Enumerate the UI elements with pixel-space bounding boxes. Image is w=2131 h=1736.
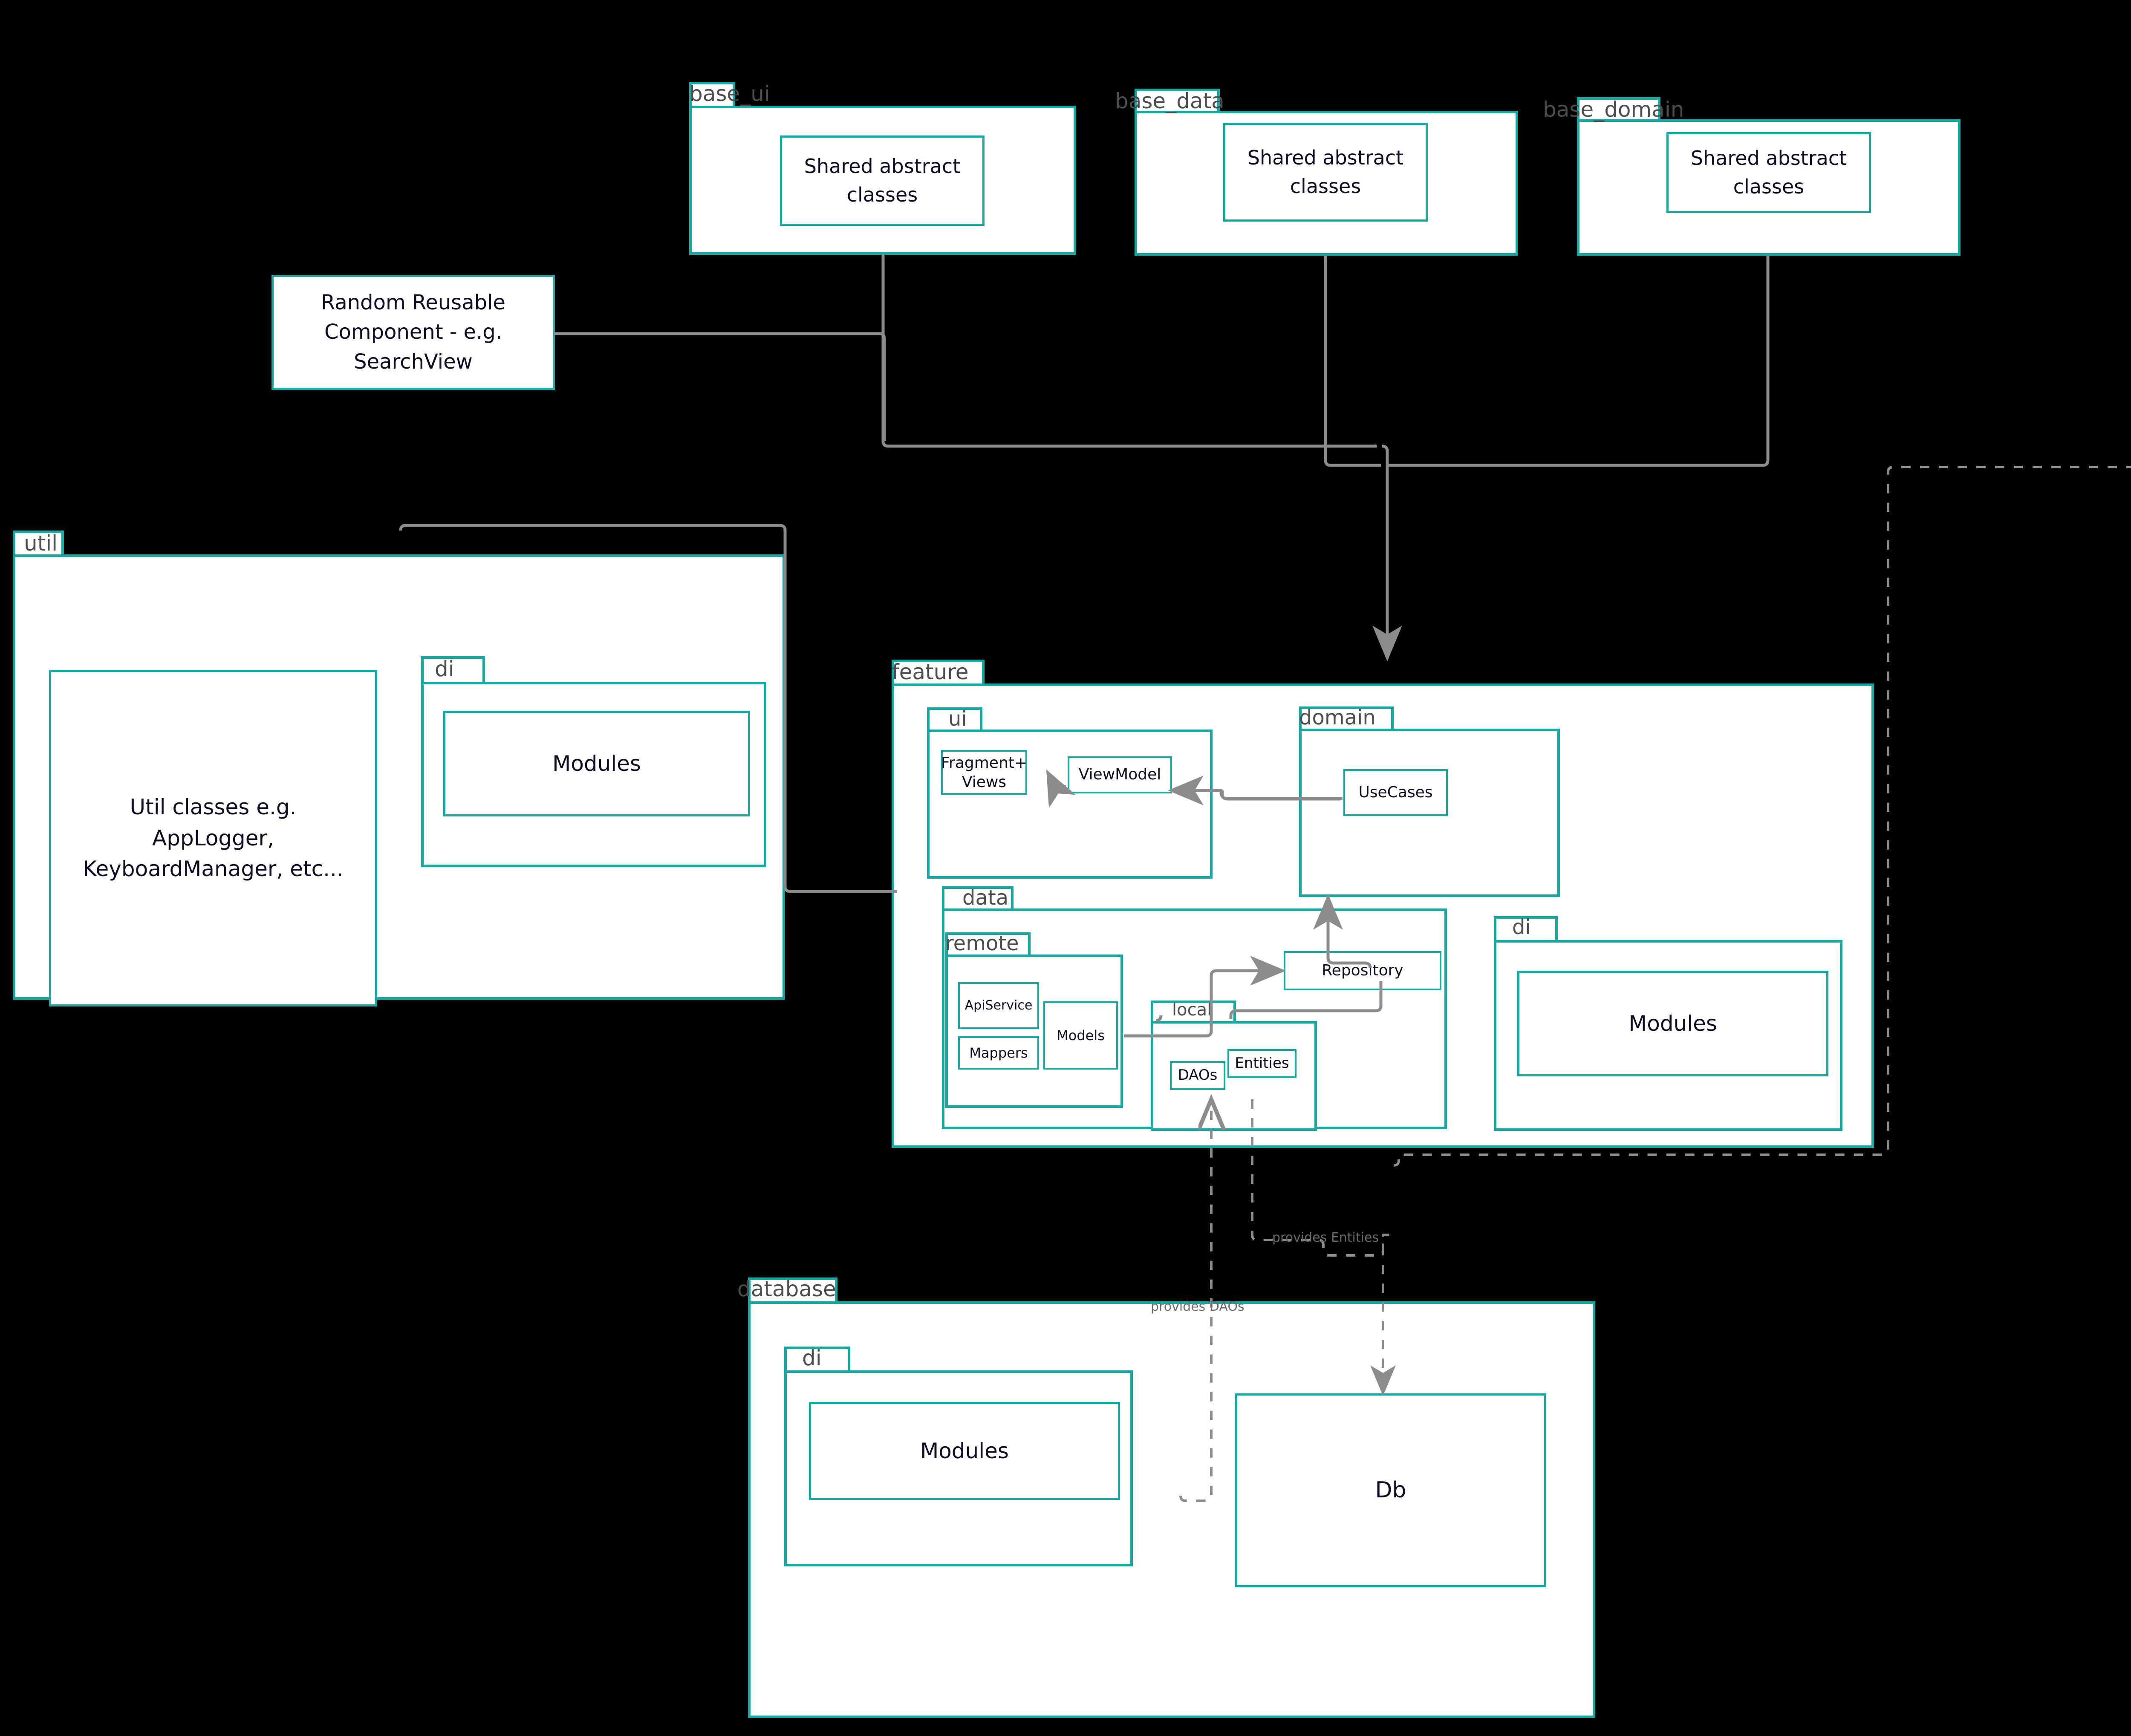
package-tab-database bbox=[748, 1277, 837, 1301]
edge-label-provides-daos: provides DAOs bbox=[1151, 1299, 1245, 1314]
package-tab-feature-remote bbox=[945, 932, 1031, 955]
class-util-classes[interactable]: Util classes e.g. AppLogger, KeyboardMan… bbox=[49, 670, 377, 1006]
package-tab-base-ui bbox=[689, 82, 735, 106]
class-base-domain-shared-abstract-classes[interactable]: Shared abstract classes bbox=[1666, 132, 1871, 213]
package-tab-util bbox=[13, 531, 64, 554]
package-tab-feature bbox=[892, 660, 985, 683]
package-tab-base-domain bbox=[1577, 97, 1660, 119]
class-base-ui-shared-abstract-classes[interactable]: Shared abstract classes bbox=[780, 136, 985, 226]
class-entities[interactable]: Entities bbox=[1227, 1049, 1297, 1078]
package-tab-feature-ui bbox=[927, 707, 982, 730]
class-usecases[interactable]: UseCases bbox=[1343, 769, 1448, 816]
package-tab-util-di bbox=[421, 656, 485, 682]
package-tab-feature-data bbox=[942, 886, 1014, 908]
package-tab-feature-local bbox=[1151, 1001, 1236, 1021]
class-feature-di-modules[interactable]: Modules bbox=[1517, 971, 1828, 1076]
class-base-data-shared-abstract-classes[interactable]: Shared abstract classes bbox=[1223, 123, 1428, 222]
edge-label-provides-entities: provides Entities bbox=[1272, 1230, 1379, 1245]
class-util-di-modules[interactable]: Modules bbox=[443, 711, 750, 816]
component-random-reusable-searchview[interactable]: Random Reusable Component - e.g. SearchV… bbox=[271, 275, 555, 390]
package-body-base-ui bbox=[689, 106, 1076, 255]
package-tab-feature-domain bbox=[1299, 707, 1394, 729]
class-models[interactable]: Models bbox=[1043, 1001, 1118, 1070]
package-tab-base-data bbox=[1135, 89, 1220, 111]
class-apiservice[interactable]: ApiService bbox=[958, 982, 1039, 1029]
edge-reusable-to-feature bbox=[554, 332, 886, 441]
edge-base-ui-to-feature bbox=[881, 254, 1377, 448]
edge-base-data-to-feature bbox=[1324, 256, 1381, 467]
edge-base-domain-to-feature bbox=[1386, 256, 1770, 467]
class-fragment-views[interactable]: Fragment+ Views bbox=[941, 750, 1027, 795]
class-daos[interactable]: DAOs bbox=[1170, 1061, 1225, 1090]
class-database-di-modules[interactable]: Modules bbox=[809, 1402, 1120, 1500]
class-mappers[interactable]: Mappers bbox=[958, 1036, 1039, 1070]
package-tab-database-di bbox=[784, 1347, 850, 1370]
class-repository[interactable]: Repository bbox=[1284, 951, 1441, 990]
class-db[interactable]: Db bbox=[1235, 1393, 1546, 1587]
package-tab-feature-di bbox=[1494, 916, 1558, 940]
edge-trunk-into-feature bbox=[1372, 444, 1402, 661]
class-viewmodel[interactable]: ViewModel bbox=[1068, 756, 1172, 793]
